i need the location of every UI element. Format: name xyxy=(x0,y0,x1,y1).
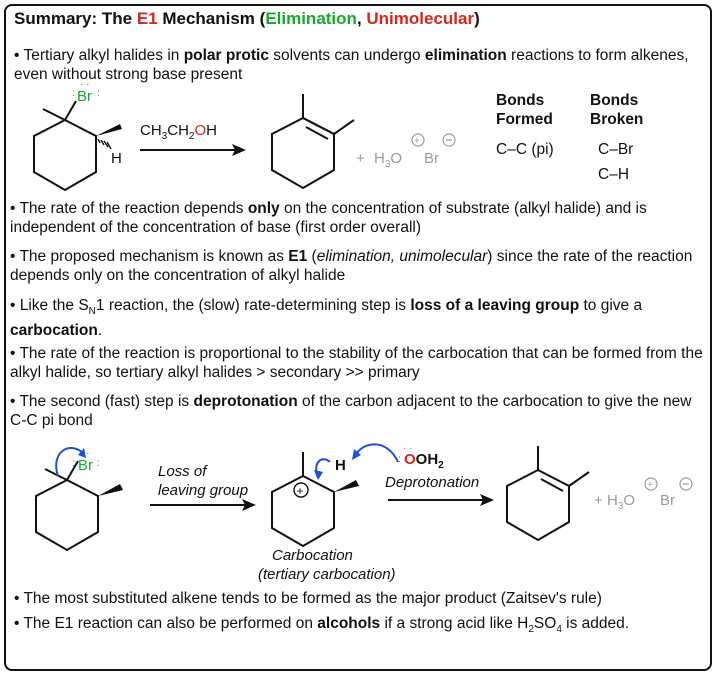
bullet-polar-protic: • Tertiary alkyl halides in polar protic… xyxy=(14,47,689,83)
page-title: Summary: The E1 Mechanism (Elimination, … xyxy=(14,9,480,28)
final-bromide: Br xyxy=(660,492,675,509)
bromine-label: Br xyxy=(77,88,92,105)
bonds-broken-value-1: C–Br xyxy=(598,141,634,158)
lone-pair-dots: · · xyxy=(80,79,89,90)
bonds-broken-value-2: C–H xyxy=(598,166,630,183)
bullet-alcohols: • The E1 reaction can also be performed … xyxy=(14,615,630,636)
deprotonation-label: Deprotonation xyxy=(385,474,479,491)
loss-label-2: leaving group xyxy=(158,482,248,499)
final-alkene-product xyxy=(506,446,590,542)
curved-arrow-leaving-group xyxy=(55,447,85,477)
svg-text::: : xyxy=(72,458,75,469)
final-hydronium: H3O xyxy=(607,492,635,512)
summary-frame xyxy=(4,4,712,671)
bullet-rate-order: • The rate of the reaction depends only … xyxy=(10,200,647,236)
wedge-bond xyxy=(96,124,122,136)
svg-text::: : xyxy=(72,88,75,99)
curved-arrow-deprotonation xyxy=(355,443,399,463)
hydrogen-label: H xyxy=(111,150,122,167)
byproduct-hydronium: H3O xyxy=(374,150,402,170)
carbocation-intermediate xyxy=(271,452,335,548)
svg-text::: : xyxy=(97,88,100,99)
bonds-formed-value: C–C (pi) xyxy=(496,141,554,158)
reagent-ethanol: CH3CH2OH xyxy=(140,122,217,142)
byproduct-bromide: Br xyxy=(424,150,439,167)
intermediate-hydrogen: H xyxy=(335,457,346,474)
svg-text:+: + xyxy=(647,480,653,491)
positive-charge xyxy=(293,482,309,498)
svg-text:· ·: · · xyxy=(403,443,412,454)
bullet-deprotonation: • The second (fast) step is deprotonatio… xyxy=(10,393,692,429)
final-byproduct-plus: + xyxy=(594,492,603,509)
mechanism-bromine: Br xyxy=(78,457,93,474)
tertiary-carbocation-label: (tertiary carbocation) xyxy=(258,566,396,583)
loss-label-1: Loss of xyxy=(158,463,208,480)
carbocation-label: Carbocation xyxy=(272,547,353,564)
byproduct-plus: + xyxy=(356,150,365,167)
svg-text:+: + xyxy=(414,136,420,147)
product-alkene xyxy=(271,94,355,190)
water-molecule: OOH2 xyxy=(404,451,444,471)
mechanism-reactant xyxy=(35,460,99,552)
bullet-zaitsev: • The most substituted alkene tends to b… xyxy=(14,590,602,607)
svg-text::: : xyxy=(398,454,401,465)
svg-text::: : xyxy=(97,458,100,469)
reaction-scheme-1: H Br · · : : CH3CH2OH + H3O + Br xyxy=(33,79,456,192)
bullet-e1-name: • The proposed mechanism is known as E1 … xyxy=(10,248,693,284)
hash-bond xyxy=(97,138,112,150)
svg-text:+: + xyxy=(297,484,304,498)
bullet-rate-determining: • Like the SN1 reaction, the (slow) rate… xyxy=(10,297,643,340)
bullet-carbocation-stability: • The rate of the reaction is proportion… xyxy=(10,345,703,381)
